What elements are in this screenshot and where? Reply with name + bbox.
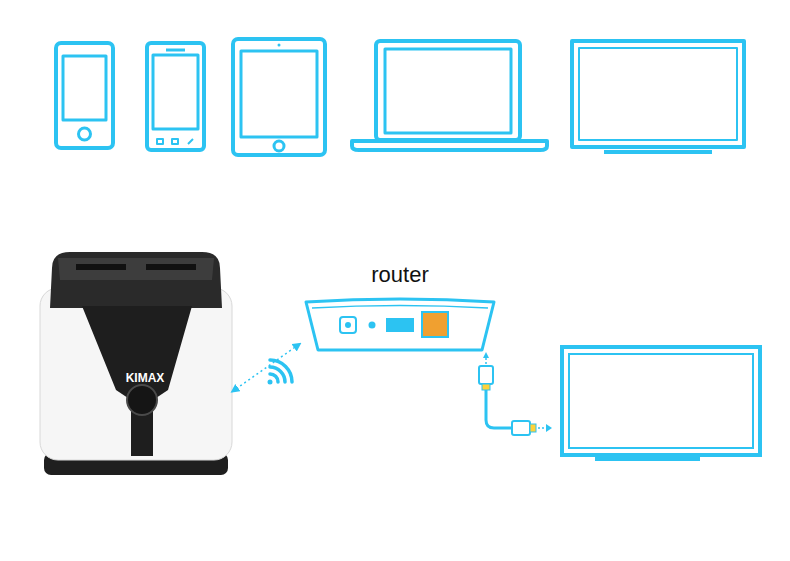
device-label: router: [300, 262, 500, 288]
laptop-base: [352, 141, 547, 150]
dock-device-shape: [40, 250, 232, 475]
tablet-screen: [241, 51, 317, 137]
tv-icon: [562, 347, 760, 459]
tv-screen: [579, 48, 737, 140]
laptop-screen: [385, 49, 511, 133]
phone-icon: [56, 43, 113, 148]
dock-device: KIMAX: [40, 250, 232, 475]
phone-icon: [147, 43, 204, 150]
device-icons: [56, 39, 744, 155]
wireless-link: [232, 344, 300, 392]
router-device: router: [300, 262, 500, 357]
ethernet-cable: [479, 352, 552, 435]
laptop-icon: [376, 41, 520, 140]
phone-screen: [63, 56, 106, 120]
home-button: [79, 128, 91, 140]
home-button: [274, 141, 284, 151]
tablet-camera: [278, 44, 281, 47]
phone-button: [188, 139, 193, 144]
tv-stand: [604, 150, 712, 154]
tablet-icon: [233, 39, 325, 155]
tv-icon: [572, 41, 744, 147]
phone-speaker: [166, 49, 185, 52]
wifi-symbol: [268, 360, 293, 385]
phone-button: [172, 139, 178, 144]
phone-button: [157, 139, 163, 144]
brand-label: KIMAX: [110, 371, 180, 385]
phone-screen: [153, 55, 198, 129]
